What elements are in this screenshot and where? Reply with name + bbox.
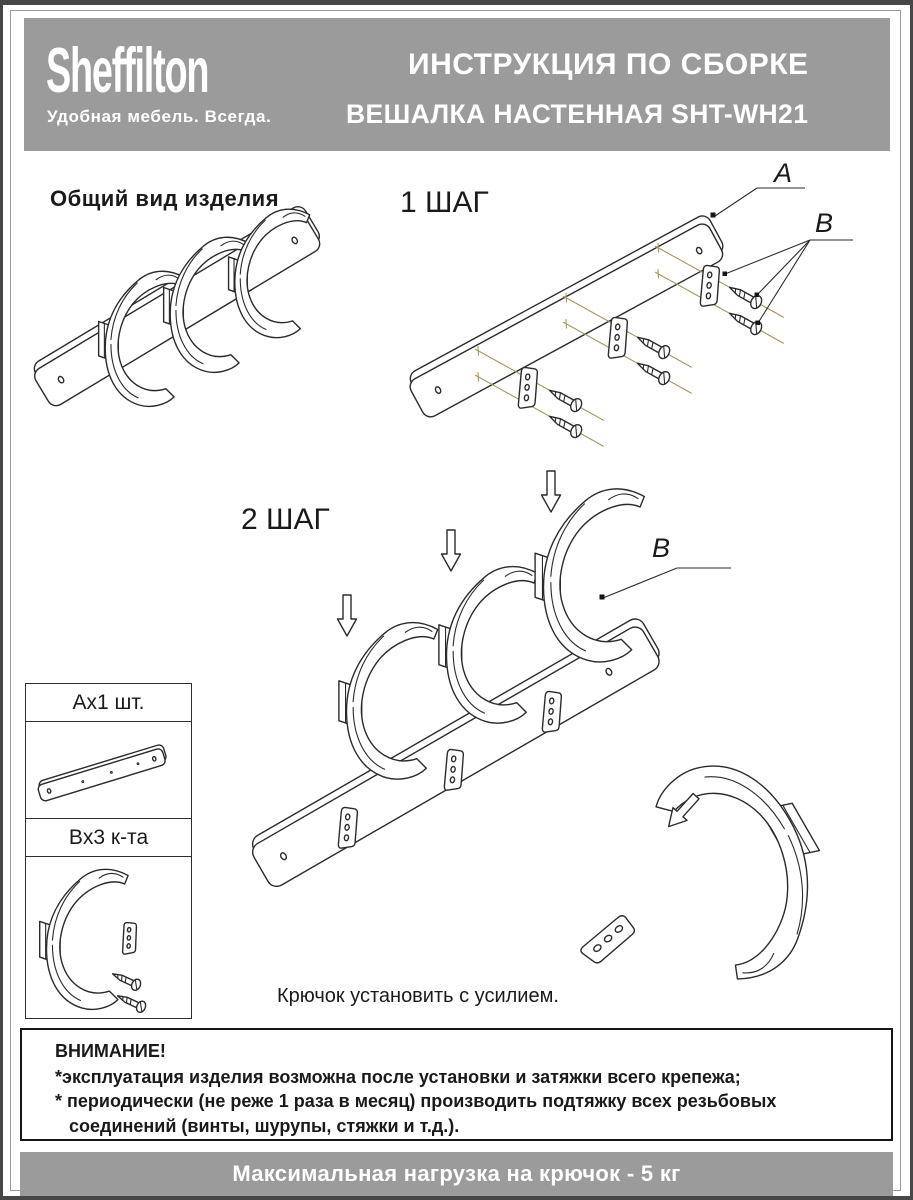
warning-title: ВНИМАНИЕ!: [55, 1041, 166, 1061]
hook-install-note: Крючок установить с усилием.: [277, 985, 559, 1007]
step1-label: 1 ШАГ: [400, 186, 489, 219]
callout-b-leader: [722, 240, 854, 325]
clip-icon: [576, 912, 640, 969]
callout-a-leader: [710, 188, 806, 218]
doc-title: ИНСТРУКЦИЯ ПО СБОРКЕ: [408, 48, 809, 81]
hook-icon: [39, 868, 129, 1010]
step2-label: 2 ШАГ: [241, 503, 330, 536]
warning-line: *эксплуатация изделия возможна после уст…: [55, 1066, 741, 1087]
down-arrow-icon: [336, 594, 358, 637]
step2-drawing: [225, 470, 861, 989]
down-arrow-icon: [440, 529, 462, 572]
step1-drawing: [395, 158, 910, 468]
callout-b-leader: [599, 568, 732, 600]
max-load-banner: Максимальная нагрузка на крючок - 5 кг: [20, 1152, 893, 1196]
product-overview-drawing: [35, 195, 365, 407]
hook-mounting-detail: [576, 733, 861, 989]
header: Sheffilton Удобная мебель. Всегда. ИНСТР…: [24, 18, 890, 151]
part-b-callout-step1: B: [815, 208, 834, 238]
down-arrow-icon: [540, 470, 562, 513]
product-name: ВЕШАЛКА НАСТЕННАЯ SHT-WH21: [346, 99, 809, 129]
wall-bar-drawing: [404, 213, 730, 420]
part-b-cell: [26, 857, 191, 1018]
hook-icon: [634, 733, 861, 989]
part-a-cell: [26, 722, 191, 818]
brand-tagline: Удобная мебель. Всегда.: [47, 107, 272, 126]
parts-list: Ax1 шт. Bx3 к-та: [25, 683, 192, 1019]
screw-icon: [114, 989, 148, 1015]
part-b-callout-step2: B: [652, 533, 671, 563]
part-b-drawing: [39, 868, 148, 1015]
brand-logo: Sheffilton: [46, 36, 209, 106]
overview-section-label: Общий вид изделия: [50, 186, 280, 211]
part-a-drawing: [26, 722, 189, 818]
clip-icon: [604, 316, 632, 361]
screw-icon: [109, 967, 143, 993]
part-a-callout-step1: A: [774, 158, 793, 188]
part-a-quantity: Ax1 шт.: [26, 684, 191, 722]
warning-line: * периодически (не реже 1 раза в месяц) …: [55, 1091, 777, 1111]
warning-line: соединений (винты, шурупы, стяжки и т.д.…: [69, 1115, 460, 1136]
part-b-quantity: Bx3 к-та: [26, 818, 191, 857]
clip-icon: [119, 921, 140, 957]
warning-box: ВНИМАНИЕ! *эксплуатация изделия возможна…: [20, 1028, 893, 1141]
